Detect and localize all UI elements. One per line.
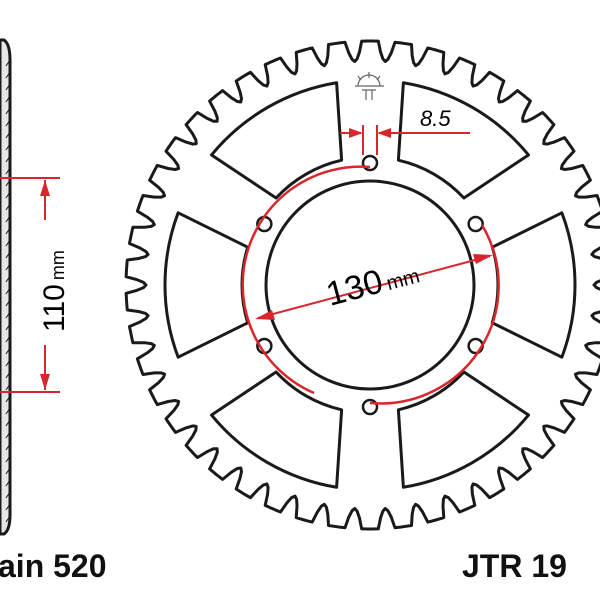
side-tooth: [5, 167, 11, 175]
side-tooth: [5, 515, 11, 523]
bolt-hole-dimension-label: 8.5: [420, 106, 451, 131]
cutout: [396, 370, 530, 489]
sprocket-front-view: [124, 39, 600, 531]
side-tooth: [5, 227, 11, 235]
side-tooth: [5, 347, 11, 355]
side-tooth: [5, 419, 11, 427]
side-profile: [0, 38, 12, 536]
side-tooth: [5, 287, 11, 295]
pitch-circle-label: 130mm: [322, 253, 423, 314]
side-tooth: [5, 503, 11, 511]
side-tooth: [5, 491, 11, 499]
logo-mark: [355, 72, 384, 100]
side-tooth: [5, 119, 11, 127]
part-number-label: JTR 19: [462, 548, 567, 584]
bore-dimension-label: 110 mm: [38, 250, 71, 332]
bolt-hole: [467, 215, 484, 233]
side-tooth: [5, 179, 11, 187]
pitch-circle-dimension: 130mm: [241, 165, 500, 405]
side-profile-teeth: [5, 59, 11, 523]
side-tooth: [5, 59, 11, 67]
side-tooth: [5, 371, 11, 379]
side-tooth: [5, 251, 11, 259]
side-tooth: [5, 143, 11, 151]
side-tooth: [5, 107, 11, 115]
side-tooth: [5, 263, 11, 271]
side-tooth: [5, 407, 11, 415]
side-tooth: [5, 323, 11, 331]
side-tooth: [5, 71, 11, 79]
side-tooth: [5, 467, 11, 475]
side-tooth: [5, 311, 11, 319]
side-tooth: [5, 359, 11, 367]
side-tooth: [5, 191, 11, 199]
side-tooth: [5, 239, 11, 247]
side-tooth: [5, 383, 11, 391]
bore-dimension: 110 mm: [0, 177, 71, 393]
side-tooth: [5, 335, 11, 343]
side-tooth: [5, 95, 11, 103]
side-tooth: [5, 83, 11, 91]
lightening-cutouts: [163, 81, 577, 489]
cutout: [210, 81, 344, 200]
bore-dimension-value: 110: [38, 284, 71, 332]
side-tooth: [5, 275, 11, 283]
bolt-hole-dimension: 8.5: [340, 106, 470, 155]
side-tooth: [5, 215, 11, 223]
bore-dimension-unit: mm: [48, 250, 68, 280]
side-tooth: [5, 155, 11, 163]
side-tooth: [5, 131, 11, 139]
cutout: [210, 370, 344, 489]
side-tooth: [5, 203, 11, 211]
side-tooth: [5, 395, 11, 403]
center-bore: [264, 179, 476, 391]
side-tooth: [5, 455, 11, 463]
chain-size-label: ain 520: [0, 548, 107, 584]
side-tooth: [5, 443, 11, 451]
cutout: [396, 81, 530, 200]
side-tooth: [5, 431, 11, 439]
side-tooth: [5, 479, 11, 487]
side-tooth: [5, 299, 11, 307]
